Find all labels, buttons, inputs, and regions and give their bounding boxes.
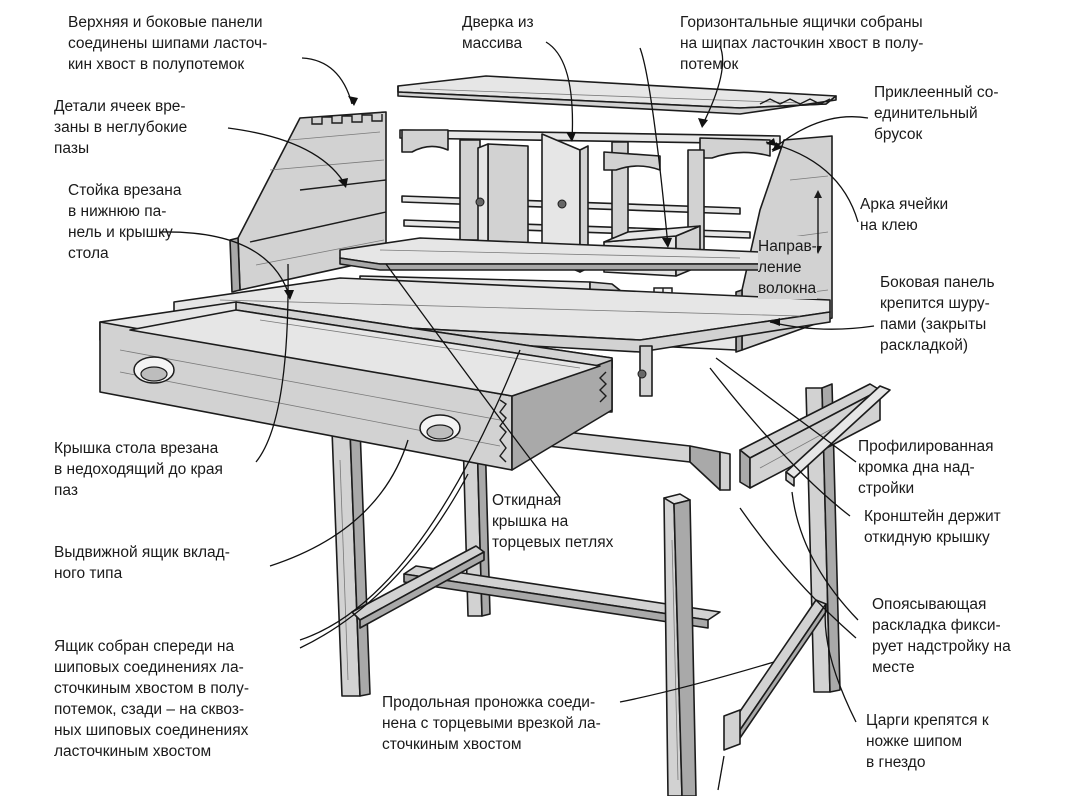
label-side-screws: Боковая панель крепится шуру- пами (закр… <box>880 274 995 354</box>
cubby-unit <box>339 129 781 277</box>
label-drawer-joints: Ящик собран спереди на шиповых соединени… <box>54 638 249 760</box>
label-post: Стойка врезана в нижнюю па- нель и крышк… <box>68 182 182 262</box>
label-stretcher: Продольная проножка соеди- нена с торцев… <box>382 694 601 753</box>
label-aprons: Царги крепятся к ножке шипом в гнездо <box>866 712 989 771</box>
top-panel <box>397 75 837 115</box>
leader-lines <box>159 41 875 791</box>
drawer <box>99 301 613 471</box>
label-drawer-type: Выдвижной ящик вклад- ного типа <box>54 544 230 582</box>
label-drawers: Горизонтальные ящички собраны на шипах л… <box>680 14 924 73</box>
front-apron <box>529 427 731 491</box>
label-door: Дверка из массива <box>462 14 534 52</box>
label-glued-bar: Приклеенный со- единительный брусок <box>874 84 999 143</box>
label-desk-top: Крышка стола врезана в недоходящий до кр… <box>54 440 223 499</box>
right-front-leg <box>663 493 697 796</box>
left-front-leg <box>331 427 371 697</box>
label-cell-parts: Детали ячеек вре- заны в неглубокие пазы <box>54 98 188 157</box>
lid-support-bracket <box>637 345 653 397</box>
label-profiled-edge: Профилированная кромка дна над- стройки <box>858 438 994 497</box>
left-side-panel <box>229 111 387 293</box>
molding-strip <box>785 385 891 487</box>
stretchers <box>351 545 827 751</box>
label-fold-lid: Откидная крышка на торцевых петлях <box>492 492 614 551</box>
label-top-side-panels: Верхняя и боковые панели соединены шипам… <box>68 14 268 73</box>
label-bracket: Кронштейн держит откидную крышку <box>864 508 1001 546</box>
label-arch: Арка ячейки на клею <box>860 196 949 234</box>
label-molding: Опоясывающая раскладка фикси- рует надст… <box>872 596 1011 676</box>
label-grain-direction: Направ- ление волокна <box>758 236 817 299</box>
